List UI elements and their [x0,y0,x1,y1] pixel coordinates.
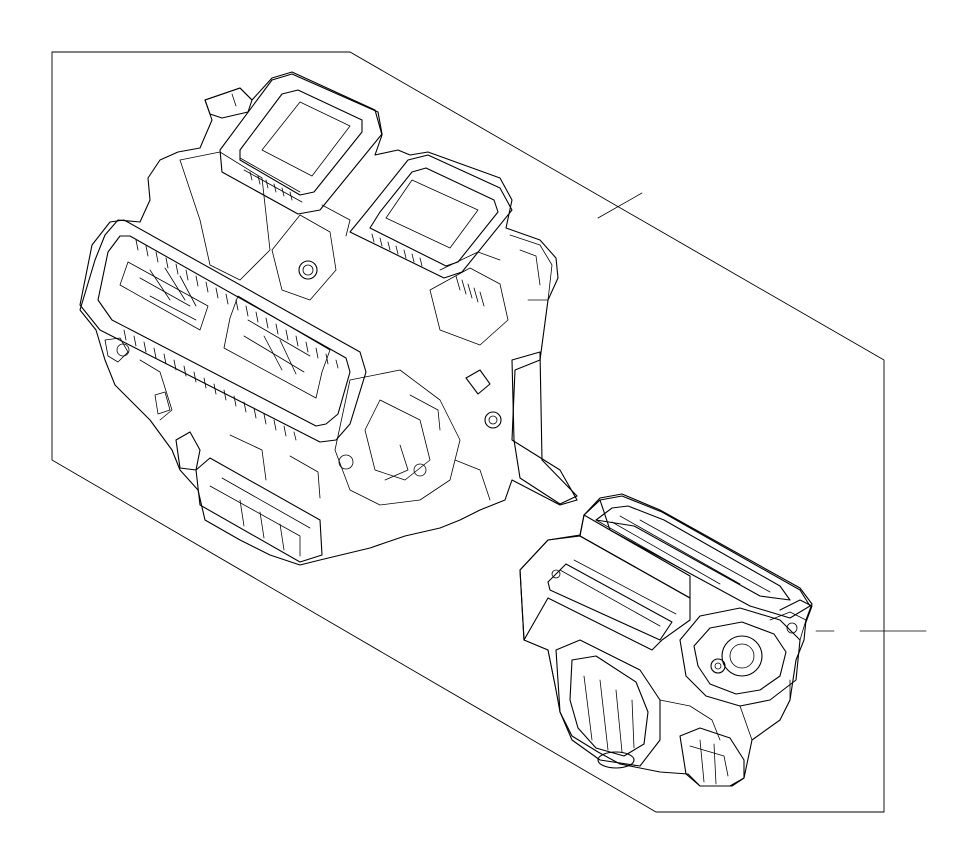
callout-leader-housing [597,192,643,219]
assembly-frame [51,51,885,813]
hvac-housing [79,71,578,566]
blower-unit [519,493,813,787]
